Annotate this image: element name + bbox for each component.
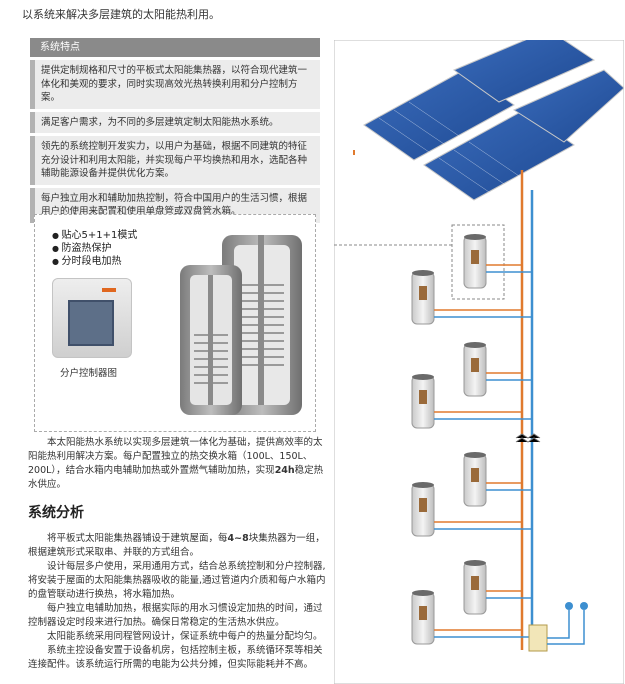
feature-bullets: 贴心5+1+1模式 防盗热保护 分时段电加热	[52, 229, 138, 268]
analysis-title: 系统分析	[28, 505, 84, 521]
feature-item: 领先的系统控制开发实力，以用户为基础，根据不同建筑的特征充分设计和利用太阳能，并…	[30, 136, 320, 185]
water-tank-cutaway-image	[180, 235, 302, 415]
bullet-item: 防盗热保护	[52, 242, 137, 255]
controller-logo	[102, 288, 116, 292]
system-schematic-diagram	[334, 40, 624, 684]
analysis-paragraph: 将平板式太阳能集热器铺设于建筑屋面，每4~8块集热器为一组，根据建筑形式采取串、…	[28, 533, 325, 558]
bullet-item: 贴心5+1+1模式	[52, 229, 138, 242]
household-tanks	[411, 234, 487, 645]
controller-caption: 分户控制器图	[60, 368, 118, 379]
analysis-paragraph: 每户独立电辅助加热，根据实际的用水习惯设定加热的时间，通过控制器设定时段来进行加…	[28, 603, 323, 628]
features-title: 系统特点	[30, 38, 320, 57]
hours-highlight: 24h	[274, 465, 295, 476]
feature-item: 提供定制规格和尺寸的平板式太阳能集热器，以符合现代建筑一体化和美观的要求，同时实…	[30, 60, 320, 109]
solar-collectors	[363, 40, 624, 201]
system-description: 本太阳能热水系统以实现多层建筑一体化为基础，提供高效率的太阳能热利用解决方案。每…	[28, 437, 324, 490]
analysis-paragraph: 太阳能系统采用同程管网设计，保证系统中每户的热量分配均匀。	[47, 631, 323, 642]
features-box: 系统特点 提供定制规格和尺寸的平板式太阳能集热器，以符合现代建筑一体化和美观的要…	[30, 38, 320, 223]
analysis-paragraph: 设计每层多户使用，采用通用方式，结合总系统控制和分户控制器,将安装于屋面的太阳能…	[28, 561, 326, 600]
feature-item: 满足客户需求，为不同的多层建筑定制太阳能热水系统。	[30, 111, 320, 133]
bullet-item: 分时段电加热	[52, 255, 137, 268]
intro-text: 以系统来解决多层建筑的太阳能热利用。	[22, 8, 220, 21]
controller-screen	[68, 300, 114, 346]
analysis-paragraph: 系统主控设备安置于设备机房，包括控制主板，系统循环泵等相关连接配件。该系统运行所…	[28, 645, 323, 670]
